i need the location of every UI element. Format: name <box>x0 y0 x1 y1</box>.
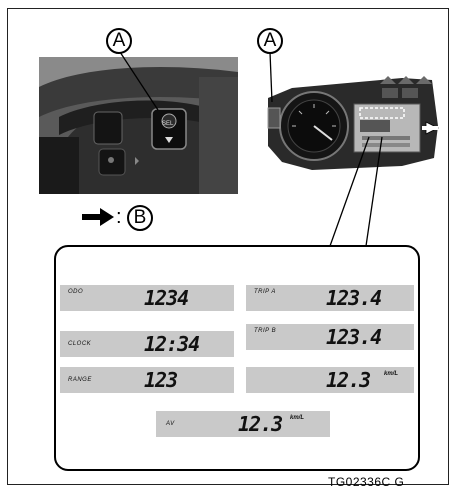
handlebar-switch-illustration: SEL <box>39 57 238 194</box>
display-trip-a: TRIP A 123.4 <box>246 285 414 311</box>
fuel-value: 12.3 <box>326 368 371 392</box>
display-panel: ODO 1234 CLOCK 12:34 RANGE 123 TRIP A 12… <box>54 245 420 471</box>
sel-label: SEL <box>162 121 174 127</box>
callout-b: B <box>127 205 153 231</box>
right-arrow-icon <box>82 208 114 226</box>
av-unit: km/L <box>290 415 305 421</box>
trip-b-label: TRIP B <box>254 328 277 334</box>
figure-frame <box>7 8 449 485</box>
trip-a-label: TRIP A <box>254 289 276 295</box>
odo-value: 1234 <box>144 286 189 310</box>
clock-value: 12:34 <box>144 332 200 356</box>
range-value: 123 <box>144 368 178 392</box>
display-clock: CLOCK 12:34 <box>60 331 234 357</box>
av-value: 12.3 <box>238 412 283 436</box>
trip-b-value: 123.4 <box>326 325 382 349</box>
clock-label: CLOCK <box>68 341 92 347</box>
av-label: AV <box>166 421 175 427</box>
display-trip-b: TRIP B 123.4 <box>246 324 414 350</box>
display-range: RANGE 123 <box>60 367 234 393</box>
legend-separator: : <box>116 206 122 228</box>
callout-a-left: A <box>106 28 132 54</box>
instrument-cluster-photo <box>262 66 442 176</box>
display-av: AV 12.3 km/L <box>156 411 330 437</box>
figure-code: TG02336C G <box>328 475 405 489</box>
trip-a-value: 123.4 <box>326 286 382 310</box>
callout-a-right: A <box>257 28 283 54</box>
display-fuel: 12.3 km/L <box>246 367 414 393</box>
handlebar-switch-photo: SEL <box>39 57 238 194</box>
instrument-cluster-illustration <box>267 76 439 170</box>
display-odo: ODO 1234 <box>60 285 234 311</box>
odo-label: ODO <box>68 289 84 295</box>
range-label: RANGE <box>68 377 92 383</box>
fuel-unit: km/L <box>384 371 399 377</box>
